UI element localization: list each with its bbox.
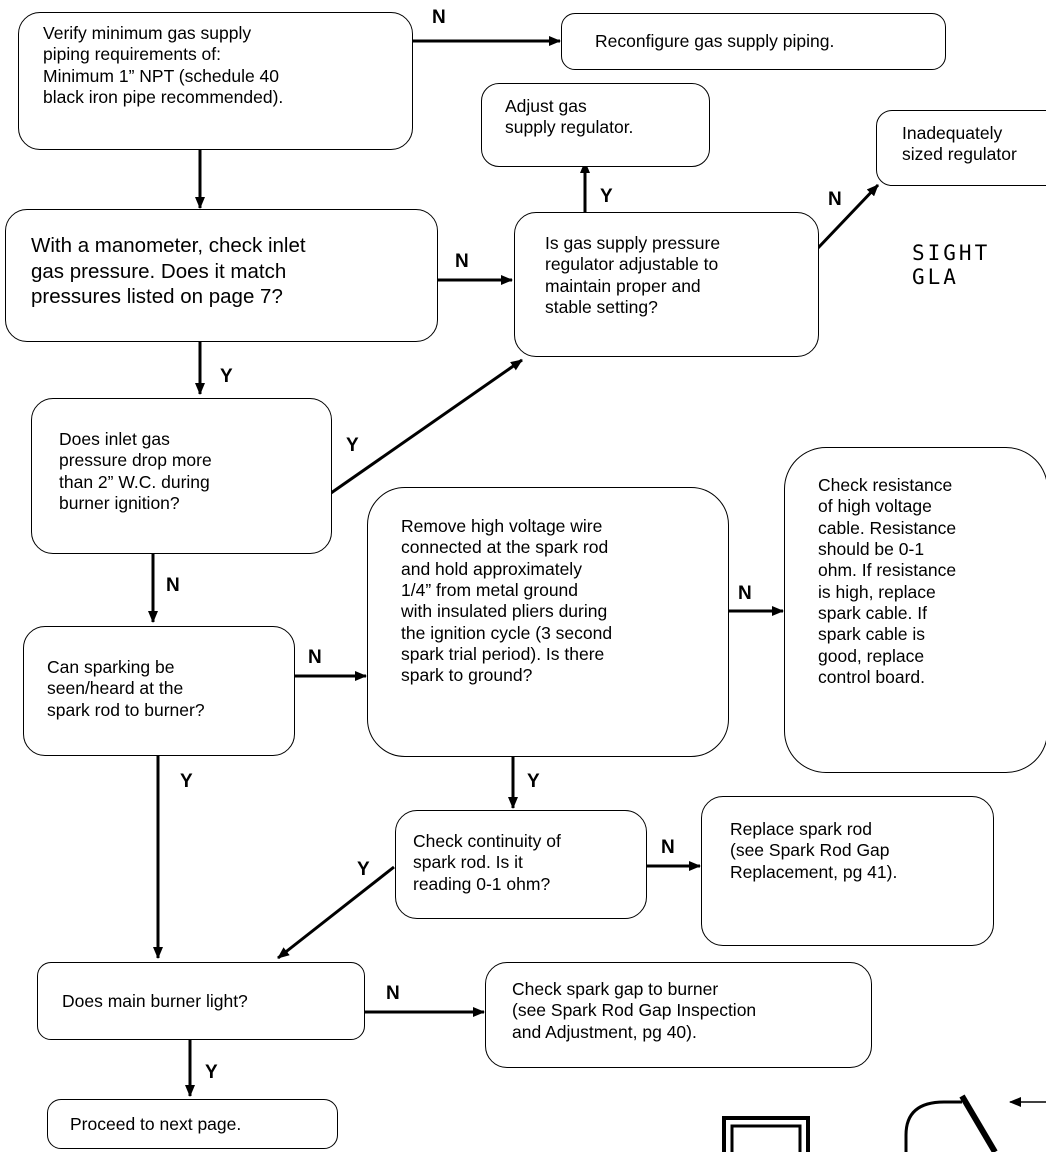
label-remove-to-resistance: N bbox=[738, 583, 752, 604]
label-drop-to-regulator: Y bbox=[346, 435, 359, 456]
arrow-continuity-to-burner bbox=[277, 865, 395, 960]
label-continuity-to-burner: Y bbox=[357, 859, 370, 880]
partial-square-figure-inner bbox=[730, 1124, 802, 1152]
label-inlet-to-drop: Y bbox=[220, 366, 233, 387]
label-sparking-to-remove: N bbox=[308, 647, 322, 668]
partial-square-figure bbox=[722, 1116, 810, 1152]
node-reconfigure-piping: Reconfigure gas supply piping. bbox=[561, 13, 946, 70]
node-check-continuity: Check continuity of spark rod. Is it rea… bbox=[395, 810, 647, 919]
node-pressure-drop: Does inlet gas pressure drop more than 2… bbox=[31, 398, 332, 554]
node-inadequate-regulator: Inadequately sized regulator bbox=[876, 110, 1046, 186]
arrow-regulator-to-inadequate bbox=[816, 183, 880, 250]
label-sparking-to-burner: Y bbox=[180, 771, 193, 792]
label-inlet-to-regulator: N bbox=[455, 251, 469, 272]
label-drop-to-sparking: N bbox=[166, 575, 180, 596]
sight-glass-text-fragment: SIGHT GLA bbox=[912, 241, 991, 289]
node-replace-spark-rod: Replace spark rod (see Spark Rod Gap Rep… bbox=[701, 796, 994, 946]
node-check-spark-gap: Check spark gap to burner (see Spark Rod… bbox=[485, 962, 872, 1068]
node-verify-piping: Verify minimum gas supply piping require… bbox=[18, 12, 413, 150]
label-remove-to-continuity: Y bbox=[527, 771, 540, 792]
node-adjust-regulator: Adjust gas supply regulator. bbox=[481, 83, 710, 167]
arrow-drop-to-regulator bbox=[330, 358, 523, 495]
label-burner-to-proceed: Y bbox=[205, 1062, 218, 1083]
partial-curved-figure bbox=[904, 1100, 962, 1152]
node-check-inlet-pressure: With a manometer, check inlet gas pressu… bbox=[5, 209, 438, 342]
label-continuity-to-replace: N bbox=[661, 837, 675, 858]
node-regulator-adjustable: Is gas supply pressure regulator adjusta… bbox=[514, 212, 819, 357]
label-regulator-to-adjust: Y bbox=[600, 186, 613, 207]
node-proceed: Proceed to next page. bbox=[47, 1099, 338, 1149]
partial-diagonal-stroke bbox=[959, 1094, 998, 1152]
node-check-cable-resistance: Check resistance of high voltage cable. … bbox=[784, 447, 1046, 773]
label-regulator-to-inadequate: N bbox=[828, 189, 842, 210]
label-verify-to-reconfigure: N bbox=[432, 7, 446, 28]
node-sparking-seen: Can sparking be seen/heard at the spark … bbox=[23, 626, 295, 756]
label-burner-to-spark-gap: N bbox=[386, 983, 400, 1004]
node-main-burner-light: Does main burner light? bbox=[37, 962, 365, 1040]
node-remove-hv-wire: Remove high voltage wire connected at th… bbox=[367, 487, 729, 757]
